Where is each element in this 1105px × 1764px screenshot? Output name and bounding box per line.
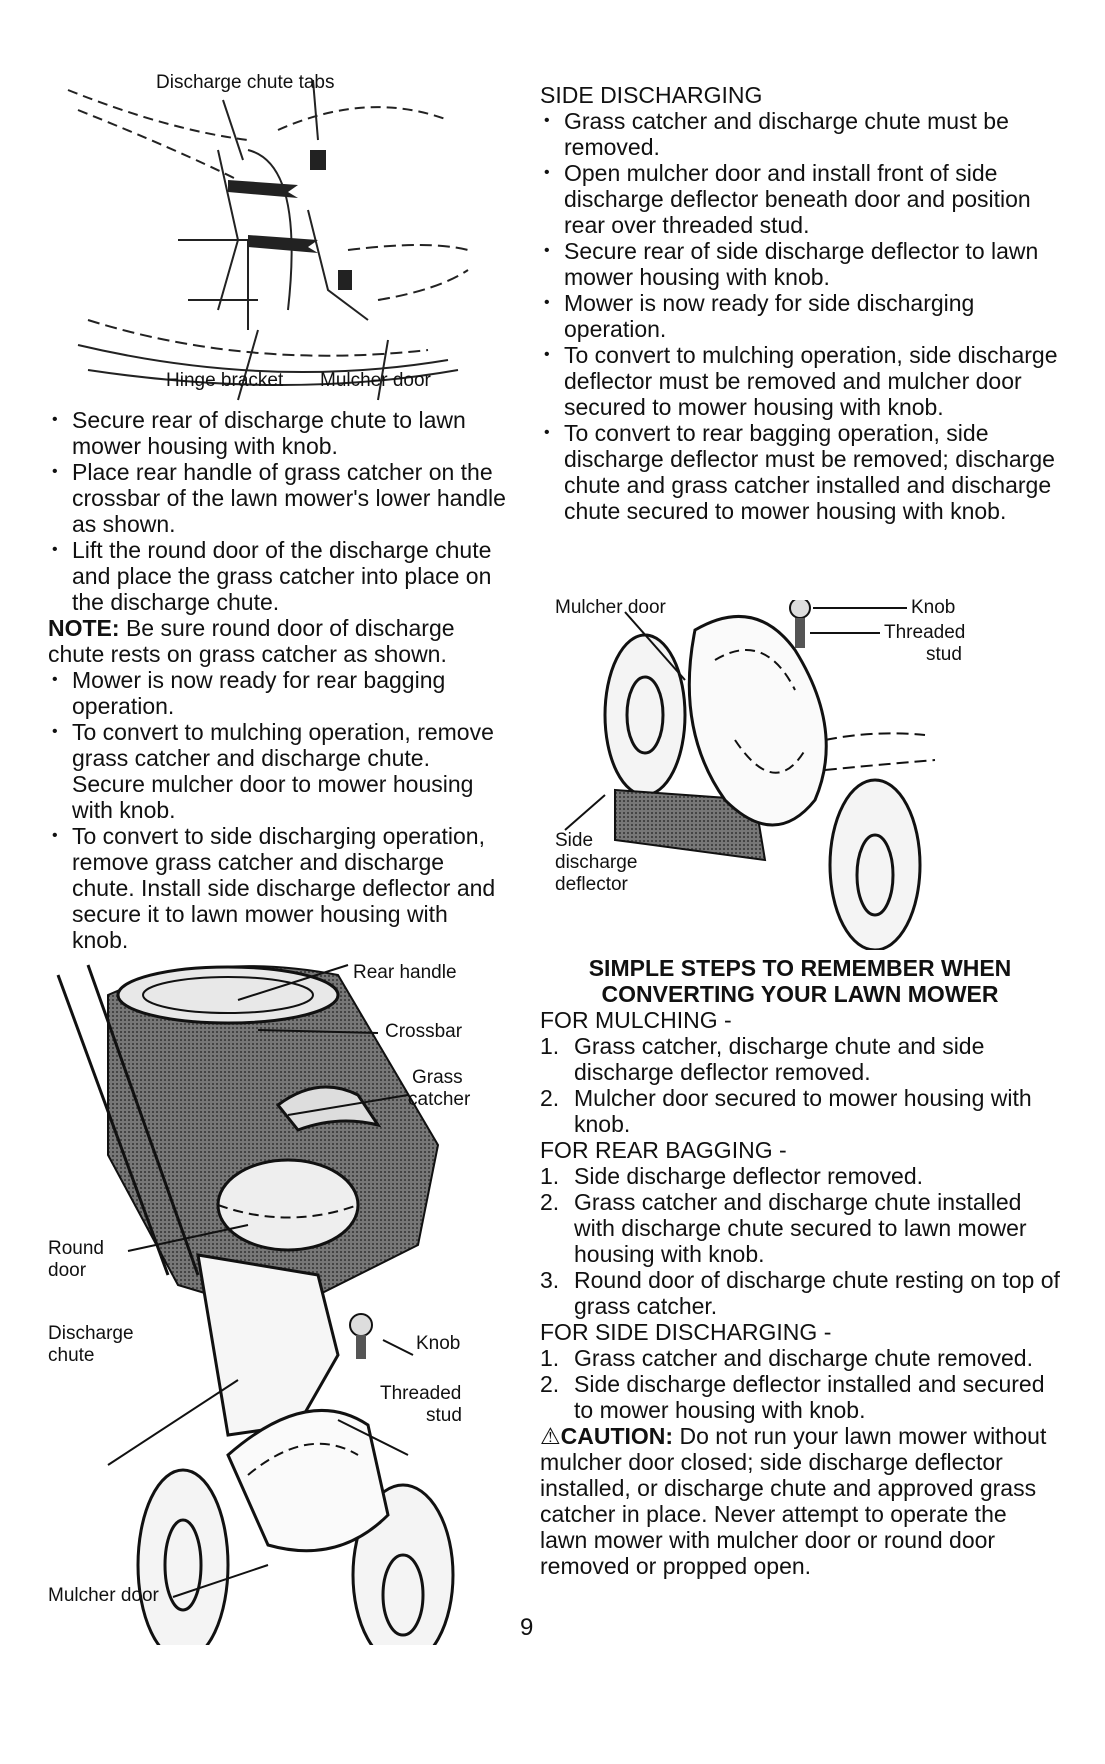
figure-discharge-chute-tabs: Discharge chute tabs Hinge bracket Mulch… (48, 70, 488, 410)
side-discharging-steps: 1.Grass catcher and discharge chute remo… (540, 1345, 1060, 1423)
note-label: NOTE: (48, 615, 120, 641)
list-item: Lift the round door of the discharge chu… (48, 537, 508, 615)
list-item: To convert to side discharging operation… (48, 823, 508, 953)
label-mulcher-door-right: Mulcher door (555, 597, 666, 618)
label-side-deflector-3: deflector (555, 874, 628, 895)
label-knob-right: Knob (911, 597, 956, 618)
list-item: Place rear handle of grass catcher on th… (48, 459, 508, 537)
figure-chute-drawing (67, 79, 469, 401)
list-item: Mower is now ready for rear bagging oper… (48, 667, 508, 719)
label-discharge-chute-line2: chute (48, 1345, 95, 1366)
label-threaded-stud-right-1: Threaded (884, 622, 966, 643)
figure-side-discharge: Mulcher door Knob Threaded stud Side dis… (555, 597, 995, 950)
rear-bagging-title: FOR REAR BAGGING - (540, 1137, 787, 1163)
list-item: To convert to rear bagging operation, si… (540, 420, 1060, 524)
warning-triangle-icon: ⚠ (540, 1423, 561, 1449)
list-item: Secure rear of side discharge deflector … (540, 238, 1060, 290)
label-round-door-line2: door (48, 1260, 87, 1281)
label-discharge-chute-line1: Discharge (48, 1323, 134, 1344)
caution-label: CAUTION: (560, 1423, 674, 1449)
label-hinge-bracket: Hinge bracket (166, 370, 284, 391)
list-item: To convert to mulching operation, remove… (48, 719, 508, 823)
list-item: 2.Side discharge deflector installed and… (540, 1371, 1045, 1423)
page-number: 9 (520, 1614, 534, 1641)
label-crossbar: Crossbar (385, 1021, 463, 1042)
conversion-steps-section: SIMPLE STEPS TO REMEMBER WHEN CONVERTING… (540, 955, 1060, 1579)
list-item: To convert to mulching operation, side d… (540, 342, 1060, 420)
label-knob: Knob (416, 1333, 461, 1354)
list-item: Mower is now ready for side discharging … (540, 290, 1060, 342)
list-item: Open mulcher door and install front of s… (540, 160, 1060, 238)
label-threaded-stud-line2: stud (426, 1405, 462, 1426)
figure-rear-bagging-drawing (56, 964, 455, 1645)
label-threaded-stud-line1: Threaded (380, 1383, 462, 1404)
label-round-door-line1: Round (48, 1238, 104, 1259)
list-item: Secure rear of discharge chute to lawn m… (48, 407, 508, 459)
caution-paragraph: ⚠CAUTION: Do not run your lawn mower wit… (540, 1423, 1060, 1579)
label-discharge-chute-tabs: Discharge chute tabs (156, 72, 335, 93)
left-bullet-list-2: Mower is now ready for rear bagging oper… (48, 667, 508, 953)
figure-side-discharge-drawing (564, 600, 936, 950)
steps-heading-line1: SIMPLE STEPS TO REMEMBER WHEN (588, 955, 1012, 981)
rear-bagging-steps: 1.Side discharge deflector removed. 2.Gr… (540, 1163, 1060, 1319)
figure-rear-bagging: Rear handle Crossbar Grass catcher Round… (48, 955, 518, 1645)
label-threaded-stud-right-2: stud (926, 644, 962, 665)
list-item: 2.Grass catcher and discharge chute inst… (540, 1189, 1027, 1267)
left-bullet-list-1: Secure rear of discharge chute to lawn m… (48, 407, 508, 615)
left-instructions: Secure rear of discharge chute to lawn m… (48, 407, 508, 953)
list-item: 2.Mulcher door secured to mower housing … (540, 1085, 1032, 1137)
label-rear-handle: Rear handle (353, 962, 457, 983)
label-mulcher-door-bottom: Mulcher door (48, 1585, 159, 1606)
steps-heading-line2: CONVERTING YOUR LAWN MOWER (601, 981, 999, 1007)
label-grass-catcher-line1: Grass (412, 1067, 463, 1088)
label-side-deflector-1: Side (555, 830, 594, 851)
side-discharging-section: SIDE DISCHARGING Grass catcher and disch… (540, 82, 1060, 524)
caution-text: Do not run your lawn mower without mulch… (540, 1423, 1047, 1579)
list-item: 1.Grass catcher, discharge chute and sid… (540, 1033, 985, 1085)
list-item: 3.Round door of discharge chute resting … (540, 1267, 1060, 1319)
note-text: Be sure round door of discharge chute re… (48, 615, 455, 667)
note-paragraph: NOTE: Be sure round door of discharge ch… (48, 615, 508, 667)
label-grass-catcher-line2: catcher (408, 1089, 471, 1110)
list-item: Grass catcher and discharge chute must b… (540, 108, 1060, 160)
list-item: 1.Side discharge deflector removed. (540, 1163, 924, 1189)
mulching-title: FOR MULCHING - (540, 1007, 732, 1033)
right-bullet-list: Grass catcher and discharge chute must b… (540, 108, 1060, 524)
label-side-deflector-2: discharge (555, 852, 638, 873)
mulching-steps: 1.Grass catcher, discharge chute and sid… (540, 1033, 1060, 1137)
label-mulcher-door: Mulcher door (320, 370, 431, 391)
side-discharging-title: FOR SIDE DISCHARGING - (540, 1319, 832, 1345)
list-item: 1.Grass catcher and discharge chute remo… (540, 1345, 1033, 1371)
side-discharging-heading: SIDE DISCHARGING (540, 82, 763, 108)
